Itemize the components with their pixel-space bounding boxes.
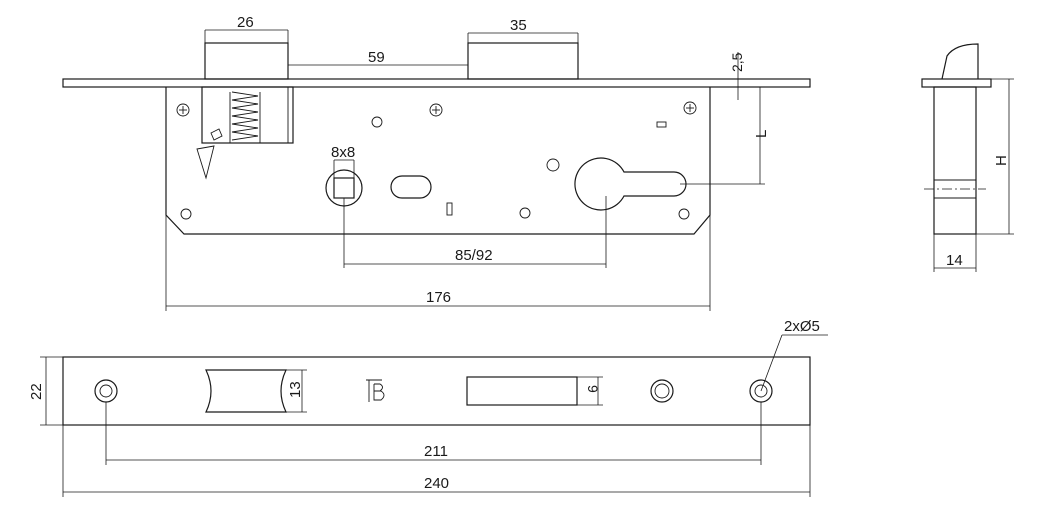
side-faceplate: [921, 78, 992, 88]
label-59: 59: [368, 49, 385, 66]
hole: [371, 116, 383, 128]
side-body: [933, 86, 977, 235]
hole: [678, 208, 690, 220]
oval-hole: [390, 175, 432, 199]
hole: [519, 207, 531, 219]
screw-right: [683, 101, 697, 115]
faceplate-view: 13 9 2xØ5 22 211 240: [28, 318, 828, 497]
label-26: 26: [237, 14, 254, 31]
brand-logo: [366, 379, 385, 402]
latch-spring: [231, 91, 259, 141]
side-latch: [941, 43, 979, 80]
label-9: 9: [585, 385, 601, 393]
faceplate-hole-left: [94, 379, 118, 403]
spindle-square: [333, 177, 355, 199]
latch-cam: [196, 145, 215, 180]
cylinder-cutout: [574, 157, 687, 211]
lock-case: [165, 87, 711, 235]
latch-bolt-head: [204, 42, 289, 80]
label-14: 14: [946, 252, 963, 269]
label-2-5: 2,5: [729, 52, 745, 72]
label-H: H: [993, 155, 1010, 166]
label-2x05: 2xØ5: [784, 318, 820, 335]
deadbolt-opening: [466, 376, 578, 406]
label-176: 176: [426, 289, 451, 306]
label-211: 211: [424, 443, 448, 460]
lever: [210, 128, 223, 141]
slot: [656, 121, 667, 128]
faceplate-top: [62, 78, 811, 88]
screw-left: [176, 103, 190, 117]
lock-front-view: 8x8 26 35 59 2,5 L 85/92 176: [62, 14, 811, 311]
label-22: 22: [28, 383, 45, 400]
label-L: L: [753, 130, 770, 138]
label-240: 240: [424, 475, 449, 492]
faceplate-hole-mid: [650, 379, 674, 403]
label-85-92: 85/92: [455, 247, 493, 264]
slot: [446, 202, 453, 216]
screw-mid: [429, 103, 443, 117]
latch-opening: [205, 369, 287, 413]
label-13: 13: [287, 381, 304, 398]
faceplate: [62, 356, 811, 426]
label-8x8: 8x8: [331, 144, 355, 161]
lock-side-view: H 14: [921, 43, 1014, 272]
hole: [546, 158, 560, 172]
dead-bolt-head: [467, 42, 579, 80]
latch-housing: [201, 86, 294, 144]
label-35: 35: [510, 17, 527, 34]
hole: [180, 208, 192, 220]
